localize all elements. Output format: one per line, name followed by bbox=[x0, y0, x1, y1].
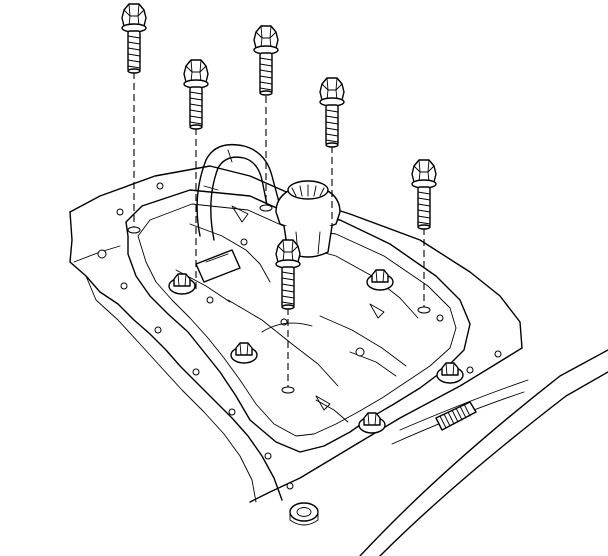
bolt-leader-lines bbox=[133, 72, 425, 388]
flywheel-housing-edge bbox=[359, 349, 608, 556]
ribbed-section bbox=[435, 401, 477, 431]
bolt-1-icon bbox=[121, 3, 147, 74]
bolt-5-icon bbox=[411, 159, 437, 230]
bolt-holes bbox=[127, 204, 431, 394]
engine-block bbox=[69, 165, 523, 526]
coolant-hose bbox=[195, 143, 281, 283]
bolt-2-icon bbox=[183, 59, 209, 130]
bolt-4-icon bbox=[319, 77, 345, 148]
bolt-3-icon bbox=[253, 25, 279, 96]
